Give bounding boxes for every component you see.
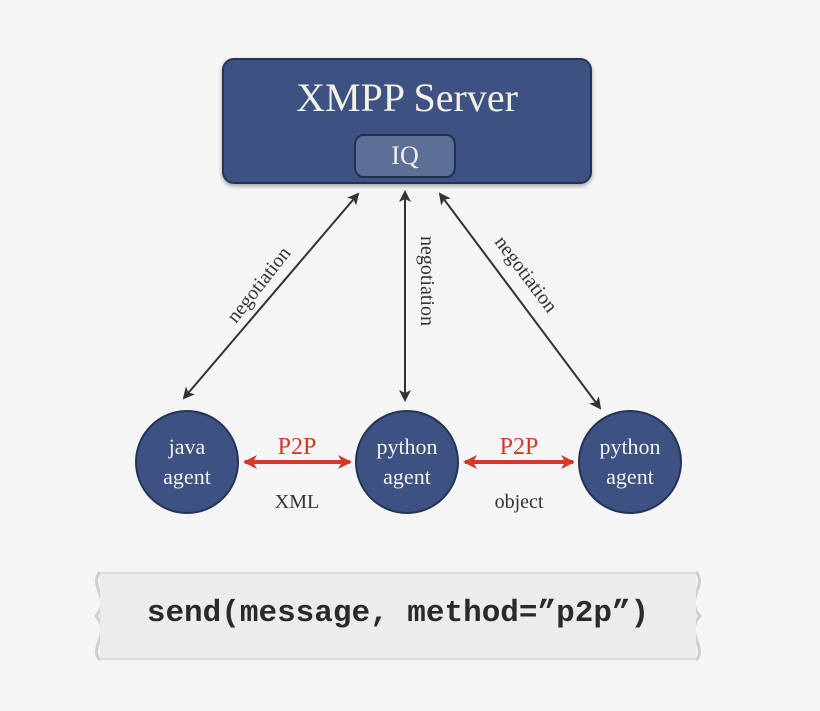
negotiation-arrow-python-right: [438, 192, 602, 410]
agent-label-line1: python: [376, 434, 438, 459]
code-banner: send(message, method=”p2p”): [100, 572, 696, 660]
agent-label-line2: agent: [383, 464, 431, 489]
banner-left-curl: [93, 570, 104, 662]
agent-java: java agent: [135, 410, 239, 514]
agent-label-line2: agent: [606, 464, 654, 489]
iq-component: IQ: [354, 134, 456, 178]
p2p-label-right: P2P: [500, 434, 539, 460]
code-snippet: send(message, method=”p2p”): [146, 596, 650, 631]
agent-python-right: python agent: [578, 410, 682, 514]
agent-label-line1: python: [599, 434, 661, 459]
banner-right-curl: [692, 570, 703, 662]
p2p-label-left: P2P: [278, 434, 317, 460]
format-label-object: object: [495, 491, 544, 513]
negotiation-arrow-java: [182, 192, 360, 400]
agent-python-center: python agent: [355, 410, 459, 514]
server-title: XMPP Server: [296, 75, 518, 120]
agent-label-line2: agent: [163, 464, 211, 489]
negotiation-label-center: negotiation: [416, 236, 438, 326]
format-label-xml: XML: [275, 491, 319, 513]
negotiation-label-left: negotiation: [223, 243, 296, 327]
agent-label-line1: java: [168, 434, 206, 459]
xmpp-server-box: XMPP Server IQ: [222, 58, 592, 184]
